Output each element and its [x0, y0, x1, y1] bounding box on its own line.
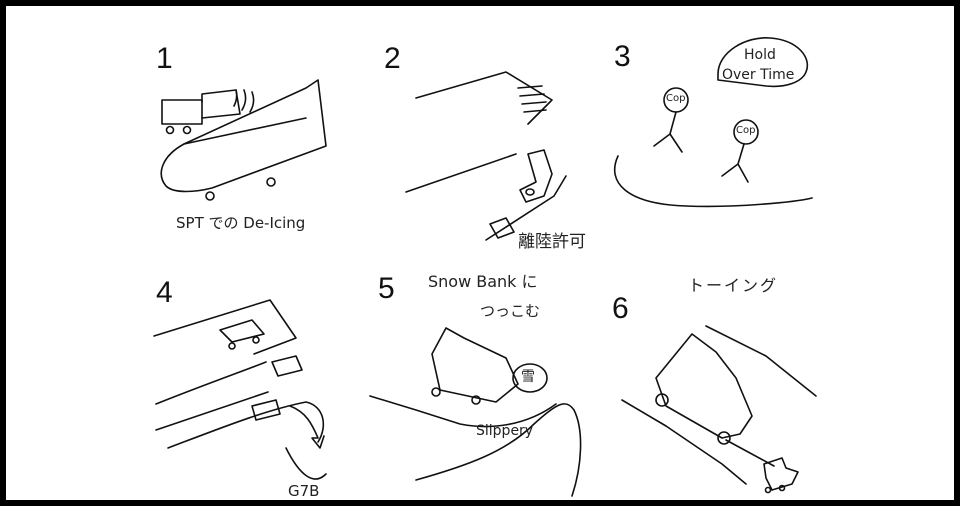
panel-5-caption-line-1: Snow Bank に — [428, 272, 538, 291]
tow-vehicle — [763, 457, 799, 491]
panel-2-takeoff-sketch — [405, 71, 567, 241]
road-edge — [621, 399, 747, 485]
aircraft-wheel — [525, 188, 535, 196]
panel-5-caption-bottom: Slippery — [476, 423, 534, 439]
aircraft-wheel — [717, 431, 731, 445]
taxiway-edge — [155, 391, 269, 431]
panel-5-number: 5 — [378, 272, 395, 305]
aircraft-wheel — [655, 393, 669, 407]
panel-6: 6 トーイング — [6, 6, 960, 512]
person-body — [653, 111, 683, 153]
tow-vehicle-detail — [251, 399, 281, 421]
tow-vehicle-wheel — [778, 484, 786, 492]
aircraft-wheel — [252, 336, 260, 344]
panel-6-caption: トーイング — [688, 276, 779, 295]
aircraft-wheel — [266, 177, 276, 187]
road-edge — [705, 325, 817, 397]
aircraft-fuselage-line — [183, 117, 307, 145]
bubble-line-1: Hold — [744, 47, 776, 63]
panel-5: 5 Snow Bank に つっこむ 雪 Slippery — [6, 6, 960, 512]
deicing-truck-wheel — [182, 125, 192, 135]
panel-5-caption-line-2: つっこむ — [480, 302, 541, 320]
panel-4: 4 G7B — [6, 6, 960, 512]
taxiway-edge — [167, 401, 325, 449]
panel-6-towing-sketch — [621, 325, 817, 494]
tow-vehicle-wheel — [764, 486, 772, 494]
panel-2: 2 離陸許可 — [6, 6, 960, 512]
panel-3-holdover-sketch — [613, 37, 813, 208]
taxiway-edge — [155, 361, 267, 405]
panel-4-number: 4 — [156, 276, 173, 309]
aircraft-wheel — [431, 387, 441, 397]
person-head — [733, 119, 759, 145]
tow-bar — [725, 439, 775, 467]
panel-6-number: 6 — [612, 292, 629, 325]
runway-edge — [415, 71, 553, 125]
runway-edge — [405, 153, 517, 193]
aircraft-outline — [219, 319, 265, 343]
panel-3-number: 3 — [614, 40, 631, 73]
panel-5-mound-label: 雪 — [521, 369, 535, 385]
figure-label-b: Cop — [736, 125, 756, 136]
aircraft-outline — [655, 333, 753, 439]
taxiway-edge — [153, 299, 297, 355]
taxiway-edge — [285, 447, 327, 480]
person-body — [721, 143, 749, 183]
panel-4-caption: G7B — [288, 482, 320, 500]
deicing-truck-wheel — [165, 125, 175, 135]
panel-5-snowbank-sketch — [369, 327, 582, 497]
panel-1-number: 1 — [156, 42, 173, 75]
panel-3: 3 Hold Over Time Cop Cop — [6, 6, 960, 512]
deicing-truck-body — [161, 99, 203, 125]
panel-1-caption: SPT での De-Icing — [176, 214, 306, 232]
bubble-line-2: Over Time — [722, 67, 795, 83]
aircraft-outline — [431, 327, 519, 403]
road-edge — [369, 395, 557, 428]
speech-bubble — [717, 37, 809, 88]
taxi-arrow — [289, 405, 325, 449]
tow-vehicle — [271, 355, 303, 377]
panel-2-caption: 離陸許可 — [518, 232, 586, 252]
aircraft-outline — [519, 149, 553, 203]
spray-lines — [233, 89, 255, 113]
apron-curve — [613, 155, 813, 208]
aircraft-outline — [160, 79, 327, 193]
panel-4-taxi-sketch — [153, 299, 327, 480]
runway-markings — [517, 85, 547, 113]
aircraft-wheel — [471, 395, 481, 405]
panel-1: 1 SPT での De-Icing — [6, 6, 960, 512]
panel-2-number: 2 — [384, 42, 401, 75]
snow-mound — [512, 363, 548, 393]
aircraft-wheel — [228, 342, 236, 350]
road-edge — [415, 403, 582, 497]
panel-1-deicing-sketch — [160, 79, 327, 201]
tow-vehicle — [489, 217, 515, 239]
figure-label-a: Cop — [666, 93, 686, 104]
aircraft-wheel — [205, 191, 215, 201]
runway-edge — [485, 175, 567, 241]
